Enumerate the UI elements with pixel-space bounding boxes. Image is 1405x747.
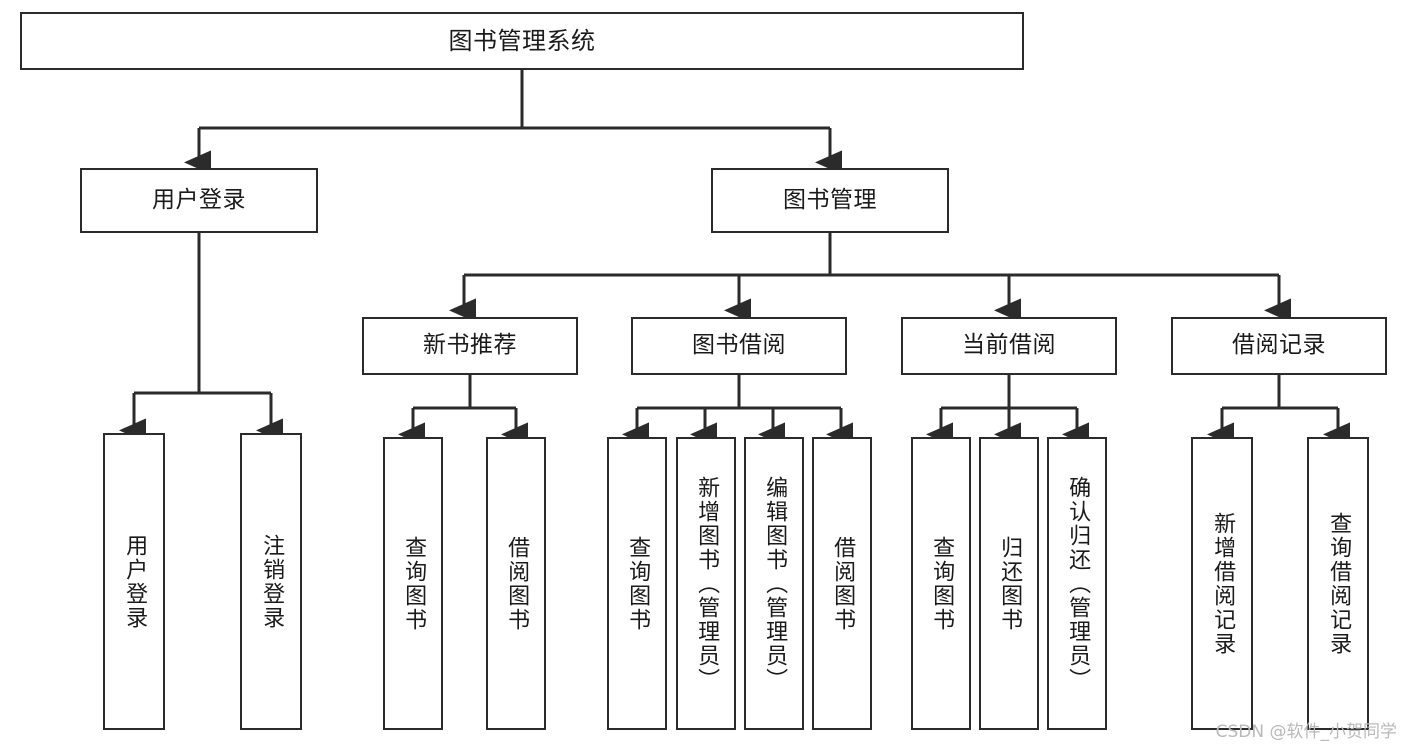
leaf-query-borrow-record[interactable]: 查询借阅记录 — [1307, 437, 1369, 730]
node-label: 用户登录 — [122, 533, 148, 630]
node-label: 借阅记录 — [1232, 332, 1326, 359]
node-label: 用户登录 — [152, 186, 246, 213]
leaf-edit-book-admin[interactable]: 编辑图书（管理员） — [744, 437, 804, 730]
leaf-query-book-borrow[interactable]: 查询图书 — [607, 437, 667, 730]
node-label: 查询图书 — [625, 535, 651, 632]
leaf-add-borrow-record[interactable]: 新增借阅记录 — [1191, 437, 1253, 730]
node-label: 归还图书 — [997, 535, 1023, 632]
node-new-book-recommend[interactable]: 新书推荐 — [362, 317, 578, 375]
leaf-return-book[interactable]: 归还图书 — [979, 437, 1039, 730]
node-label: 编辑图书（管理员） — [762, 475, 788, 692]
leaf-user-login[interactable]: 用户登录 — [103, 433, 165, 730]
node-label: 借阅图书 — [504, 535, 530, 632]
node-label: 图书管理系统 — [448, 26, 596, 55]
node-label: 确认归还（管理员） — [1065, 475, 1091, 692]
node-root-system[interactable]: 图书管理系统 — [20, 12, 1024, 70]
node-label: 查询图书 — [401, 535, 427, 632]
node-user-login[interactable]: 用户登录 — [80, 168, 318, 233]
node-label: 图书管理 — [783, 186, 877, 213]
node-label: 查询借阅记录 — [1326, 511, 1352, 656]
leaf-borrow-book-new[interactable]: 借阅图书 — [486, 437, 546, 730]
node-current-borrow[interactable]: 当前借阅 — [901, 317, 1117, 375]
node-borrow-records[interactable]: 借阅记录 — [1171, 317, 1387, 375]
node-label: 查询图书 — [929, 535, 955, 632]
node-label: 当前借阅 — [962, 332, 1056, 359]
node-label: 图书借阅 — [692, 332, 786, 359]
node-book-borrow[interactable]: 图书借阅 — [631, 317, 847, 375]
node-label: 新增图书（管理员） — [694, 475, 720, 692]
node-label: 借阅图书 — [830, 535, 856, 632]
leaf-logout[interactable]: 注销登录 — [240, 433, 302, 730]
node-label: 新增借阅记录 — [1210, 511, 1236, 656]
node-label: 注销登录 — [259, 533, 285, 630]
leaf-query-book-current[interactable]: 查询图书 — [911, 437, 971, 730]
leaf-borrow-book[interactable]: 借阅图书 — [812, 437, 872, 730]
node-book-management[interactable]: 图书管理 — [711, 168, 949, 233]
leaf-confirm-return-admin[interactable]: 确认归还（管理员） — [1047, 437, 1107, 730]
leaf-add-book-admin[interactable]: 新增图书（管理员） — [676, 437, 736, 730]
node-label: 新书推荐 — [423, 332, 517, 359]
watermark-text: CSDN @软件_小贺同学 — [1215, 722, 1397, 742]
leaf-query-book-new[interactable]: 查询图书 — [383, 437, 443, 730]
